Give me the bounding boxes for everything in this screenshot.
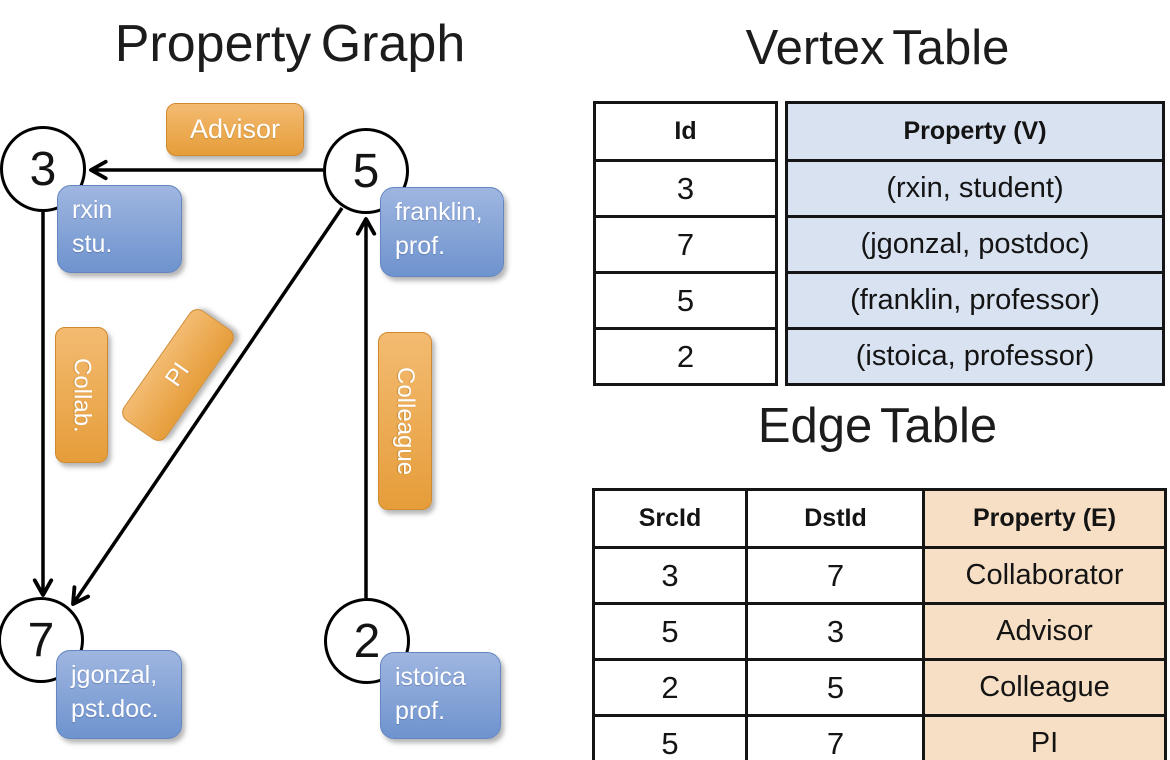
edge-property-cell: Colleague: [922, 658, 1167, 717]
edge-table-dstid-header: DstId: [745, 488, 926, 549]
table-header-row: Id: [593, 101, 778, 162]
vertex-table-property-column: Property (V) (rxin, student) (jgonzal, p…: [785, 101, 1165, 386]
vertex-id-cell: 7: [593, 215, 778, 274]
table-row: Collaborator: [922, 546, 1167, 605]
property-graph-title: Property Graph: [114, 15, 466, 73]
vertex-node-5-id: 5: [352, 144, 380, 198]
table-header-row: Property (V): [785, 101, 1165, 162]
table-row: Advisor: [922, 602, 1167, 661]
vertex-node-3-id: 3: [29, 142, 57, 196]
vertex-node-2-id: 2: [353, 614, 381, 668]
edge-dstid-cell: 3: [745, 602, 926, 661]
edge-property-cell: Collaborator: [922, 546, 1167, 605]
vertex-node-7-id: 7: [27, 613, 55, 667]
table-row: 2 5: [592, 658, 926, 717]
edge-property-cell: PI: [922, 714, 1167, 760]
edge-srcid-cell: 5: [592, 714, 748, 760]
edge-label-colleague: Colleague: [378, 332, 432, 510]
vertex-node-3: 3: [0, 126, 86, 212]
table-row: 5: [593, 271, 778, 330]
edge-srcid-cell: 5: [592, 602, 748, 661]
vertex-property-label-rxin: rxin stu.: [57, 185, 182, 273]
edge-label-pi: PI: [118, 305, 238, 445]
edge-table-property-header: Property (E): [922, 488, 1167, 549]
vertex-property-cell: (istoica, professor): [785, 327, 1165, 386]
edge-label-collab: Collab.: [55, 327, 108, 463]
table-row: Colleague: [922, 658, 1167, 717]
edge-dstid-cell: 7: [745, 546, 926, 605]
table-row: 5 3: [592, 602, 926, 661]
vertex-property-cell: (jgonzal, postdoc): [785, 215, 1165, 274]
table-row: PI: [922, 714, 1167, 760]
vertex-table-property-header: Property (V): [785, 101, 1165, 162]
vertex-node-5: 5: [323, 128, 409, 214]
vertex-table-id-header: Id: [593, 101, 778, 162]
table-row: 3: [593, 159, 778, 218]
edge-table-title: Edge Table: [757, 399, 998, 453]
table-header-row: SrcId DstId: [592, 488, 926, 549]
vertex-property-label-istoica: istoica prof.: [380, 652, 501, 739]
edge-srcid-cell: 2: [592, 658, 748, 717]
edge-property-cell: Advisor: [922, 602, 1167, 661]
edge-dstid-cell: 5: [745, 658, 926, 717]
table-header-row: Property (E): [922, 488, 1167, 549]
edge-srcid-cell: 3: [592, 546, 748, 605]
vertex-table-id-column: Id 3 7 5 2: [593, 101, 778, 386]
table-row: 2: [593, 327, 778, 386]
table-row: 5 7: [592, 714, 926, 760]
table-row: (rxin, student): [785, 159, 1165, 218]
table-row: 7: [593, 215, 778, 274]
table-row: 3 7: [592, 546, 926, 605]
table-row: (istoica, professor): [785, 327, 1165, 386]
table-row: (jgonzal, postdoc): [785, 215, 1165, 274]
edge-label-advisor: Advisor: [166, 103, 304, 156]
vertex-property-cell: (rxin, student): [785, 159, 1165, 218]
edge-table-property-column: Property (E) Collaborator Advisor Collea…: [922, 488, 1167, 760]
vertex-id-cell: 3: [593, 159, 778, 218]
edge-dstid-cell: 7: [745, 714, 926, 760]
vertex-id-cell: 5: [593, 271, 778, 330]
vertex-property-cell: (franklin, professor): [785, 271, 1165, 330]
vertex-property-label-jgonzal: jgonzal, pst.doc.: [56, 650, 182, 739]
edge-table-id-columns: SrcId DstId 3 7 5 3 2 5 5 7: [592, 488, 926, 760]
vertex-property-label-franklin: franklin, prof.: [380, 187, 504, 277]
table-row: (franklin, professor): [785, 271, 1165, 330]
edge-table-srcid-header: SrcId: [592, 488, 748, 549]
vertex-table-title: Vertex Table: [745, 21, 1010, 75]
vertex-id-cell: 2: [593, 327, 778, 386]
